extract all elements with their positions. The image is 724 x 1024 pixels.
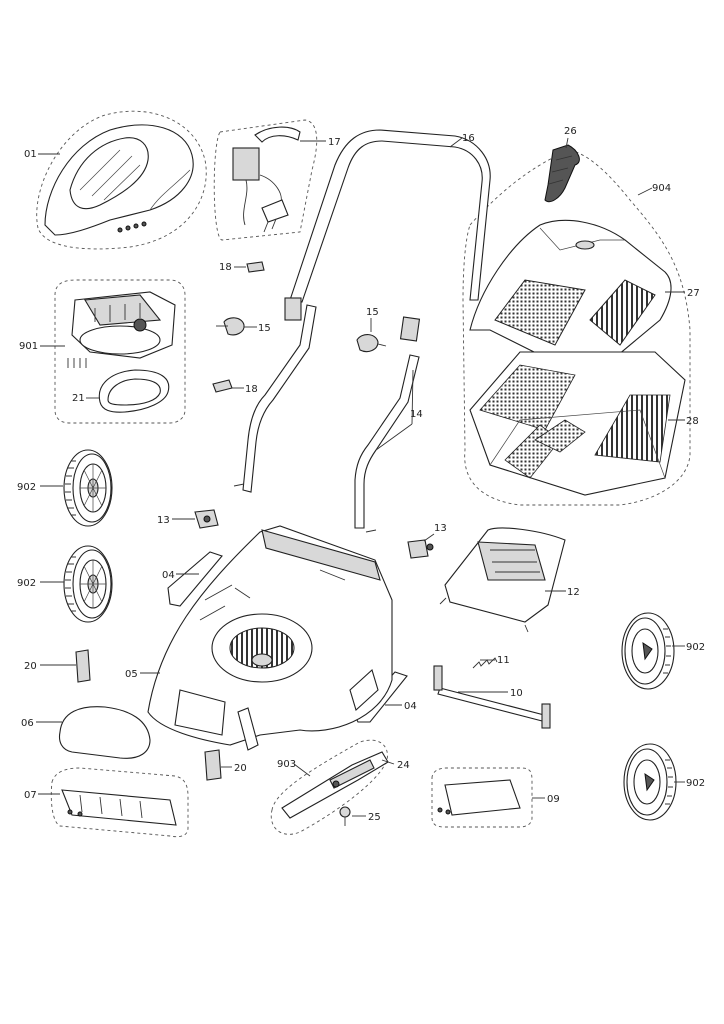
label-14: 14 — [410, 409, 423, 420]
group-outline-motor — [54, 279, 186, 424]
part-06-side-cover — [58, 706, 151, 759]
label-06: 06 — [21, 718, 34, 729]
part-902-wheel-left-upper — [63, 449, 113, 527]
label-25: 25 — [368, 812, 381, 823]
part-01-top-cover — [44, 124, 194, 236]
part-13-bracket-right — [407, 539, 434, 559]
part-903-blade-assembly — [281, 751, 389, 819]
part-18-clip-upper — [246, 261, 265, 273]
part-15-knob-left — [216, 317, 245, 336]
label-04-right: 04 — [404, 701, 417, 712]
part-902-wheel-right-upper — [621, 612, 675, 690]
label-15-left: 15 — [258, 323, 271, 334]
label-16: 16 — [462, 133, 475, 144]
label-902-left-upper: 902 — [17, 482, 36, 493]
part-10-rear-axle — [433, 665, 551, 729]
part-26-grip — [544, 144, 580, 203]
part-16-top-handle — [284, 129, 491, 342]
label-15-right: 15 — [366, 307, 379, 318]
label-902-right-lower: 902 — [686, 778, 705, 789]
leader-lines — [36, 137, 685, 817]
part-04-skid-left — [167, 551, 223, 607]
part-902-wheel-left-lower — [63, 545, 113, 623]
part-17-switch-cable — [232, 126, 301, 233]
part-21-belt — [98, 369, 170, 413]
group-outline-cable — [213, 119, 318, 241]
label-01: 01 — [24, 149, 37, 160]
part-28-grassbox-basket — [469, 351, 686, 496]
part-901-motor — [67, 291, 176, 368]
label-27: 27 — [687, 288, 700, 299]
label-11: 11 — [497, 655, 510, 666]
label-04-left: 04 — [162, 570, 175, 581]
label-12: 12 — [567, 587, 580, 598]
label-26: 26 — [564, 126, 577, 137]
part-20-hinge-upper — [75, 649, 91, 683]
label-20-lower: 20 — [234, 763, 247, 774]
part-902-wheel-right-lower — [623, 743, 677, 821]
part-07-base-bracket — [61, 789, 177, 826]
label-28: 28 — [686, 416, 699, 427]
group-outline-blade — [270, 739, 388, 835]
label-18-lower: 18 — [245, 384, 258, 395]
label-903: 903 — [277, 759, 296, 770]
label-13-left: 13 — [157, 515, 170, 526]
part-09-discharge-flap — [437, 779, 521, 816]
group-outline-cover — [36, 110, 207, 250]
part-27-grassbox-lid — [469, 219, 672, 374]
label-10: 10 — [510, 688, 523, 699]
label-902-right-upper: 902 — [686, 642, 705, 653]
part-25-blade-bolt — [339, 806, 351, 826]
group-outline-axlebase — [50, 767, 189, 838]
label-24: 24 — [397, 760, 410, 771]
part-11-spring — [472, 657, 498, 669]
part-18-clip-lower — [212, 379, 233, 393]
label-17: 17 — [328, 137, 341, 148]
part-15-knob-right — [356, 334, 387, 353]
label-904: 904 — [652, 183, 671, 194]
label-09: 09 — [547, 794, 560, 805]
part-14-lower-handles — [233, 304, 420, 533]
label-07: 07 — [24, 790, 37, 801]
label-902-left-lower: 902 — [17, 578, 36, 589]
group-outline-flap — [431, 767, 533, 828]
label-18-upper: 18 — [219, 262, 232, 273]
part-12-rear-cover — [439, 527, 566, 633]
part-05-deck — [147, 525, 393, 751]
label-13-right: 13 — [434, 523, 447, 534]
part-13-bracket-left — [194, 509, 219, 529]
label-20-upper: 20 — [24, 661, 37, 672]
part-20-hinge-lower — [204, 749, 222, 781]
label-05: 05 — [125, 669, 138, 680]
label-901: 901 — [19, 341, 38, 352]
label-21: 21 — [72, 393, 85, 404]
